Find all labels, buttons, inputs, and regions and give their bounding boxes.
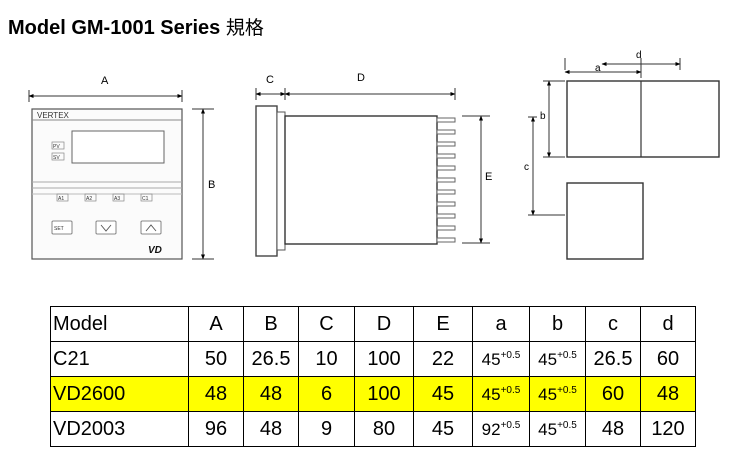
cell: 45+0.5 bbox=[529, 411, 586, 447]
header-cell: Model bbox=[50, 306, 189, 342]
housing bbox=[284, 115, 438, 245]
tolerance: +0.5 bbox=[500, 349, 521, 361]
alarm-key-label: C1 bbox=[142, 196, 149, 202]
header-cell: B bbox=[243, 306, 299, 342]
cell: 80 bbox=[354, 411, 414, 447]
header-cell: E bbox=[413, 306, 473, 342]
table-header-row: Model A B C D E a b c d bbox=[50, 306, 696, 342]
tolerance: +0.5 bbox=[557, 384, 577, 396]
alarm-key-label: A1 bbox=[58, 196, 64, 202]
cell: 45+0.5 bbox=[529, 341, 586, 377]
dim-a-label: a bbox=[595, 63, 601, 74]
cell: 48 bbox=[243, 376, 299, 412]
cell: 45+0.5 bbox=[472, 341, 530, 377]
alarm-key-label: A2 bbox=[86, 196, 92, 202]
dim-c-label: c bbox=[524, 162, 529, 173]
cell: 48 bbox=[640, 376, 696, 412]
header-cell: C bbox=[298, 306, 355, 342]
sv-label: SV bbox=[53, 155, 60, 161]
value: 45 bbox=[538, 384, 558, 404]
title-spec: 規格 bbox=[225, 17, 264, 39]
down-key bbox=[95, 220, 117, 235]
cell: 48 bbox=[188, 376, 244, 412]
cell: 100 bbox=[354, 341, 414, 377]
model-cell: VD2600 bbox=[50, 376, 189, 412]
chevron-up-icon bbox=[145, 224, 157, 232]
dim-B-label: B bbox=[208, 179, 215, 191]
front-bezel bbox=[255, 105, 278, 257]
cell: 120 bbox=[640, 411, 696, 447]
side-view: C D E bbox=[255, 72, 492, 257]
model-cell: C21 bbox=[50, 341, 189, 377]
pv-label: PV bbox=[53, 144, 60, 150]
dim-D-label: D bbox=[357, 72, 365, 84]
page-title: Model GM-1001 Series 規格 bbox=[8, 13, 264, 40]
front-view: A VERTEX PV SV A1 A2 A3 C1 SET VD bbox=[28, 75, 215, 260]
alarm-key-label: A3 bbox=[114, 196, 120, 202]
header-cell: d bbox=[640, 306, 696, 342]
header-cell: A bbox=[188, 306, 244, 342]
chevron-down-icon bbox=[100, 224, 112, 232]
set-key-label: SET bbox=[54, 226, 64, 232]
value: 45 bbox=[538, 419, 558, 439]
cell: 100 bbox=[354, 376, 414, 412]
cell: 45 bbox=[413, 376, 473, 412]
panel-cutout: d a b c bbox=[524, 50, 720, 260]
cell: 45+0.5 bbox=[472, 376, 530, 412]
dim-d-label: d bbox=[636, 50, 642, 61]
header-cell: D bbox=[354, 306, 414, 342]
cell: 48 bbox=[243, 411, 299, 447]
cell: 92+0.5 bbox=[472, 411, 530, 447]
cell: 60 bbox=[640, 341, 696, 377]
cell: 96 bbox=[188, 411, 244, 447]
tolerance: +0.5 bbox=[500, 384, 521, 396]
value: 92 bbox=[481, 419, 501, 439]
cutout-square bbox=[566, 182, 644, 260]
cell: 10 bbox=[298, 341, 355, 377]
cell: 60 bbox=[585, 376, 641, 412]
dim-b-label: b bbox=[540, 111, 546, 122]
cell: 9 bbox=[298, 411, 355, 447]
value: 45 bbox=[538, 349, 558, 369]
tolerance: +0.5 bbox=[500, 419, 521, 431]
dimension-drawing: A VERTEX PV SV A1 A2 A3 C1 SET VD bbox=[28, 50, 720, 260]
cutout-wide bbox=[566, 80, 720, 158]
table-row: C21 50 26.5 10 100 22 45+0.5 45+0.5 26.5… bbox=[50, 341, 696, 377]
model-cell: VD2003 bbox=[50, 411, 189, 447]
cell: 26.5 bbox=[243, 341, 299, 377]
tolerance: +0.5 bbox=[557, 419, 577, 431]
table-row-highlighted: VD2600 48 48 6 100 45 45+0.5 45+0.5 60 4… bbox=[50, 376, 696, 412]
brand-label: VERTEX bbox=[37, 111, 70, 120]
header-cell: a bbox=[472, 306, 530, 342]
value: 45 bbox=[481, 384, 501, 404]
tolerance: +0.5 bbox=[557, 349, 577, 361]
spec-table: Model A B C D E a b c d C21 50 26.5 10 1… bbox=[50, 306, 696, 447]
dim-E-label: E bbox=[485, 171, 492, 183]
cell: 22 bbox=[413, 341, 473, 377]
cell: 45+0.5 bbox=[529, 376, 586, 412]
dim-C-label: C bbox=[266, 74, 274, 86]
header-cell: b bbox=[529, 306, 586, 342]
dim-A-label: A bbox=[101, 75, 109, 87]
vd-logo: VD bbox=[148, 245, 162, 256]
set-key bbox=[51, 220, 73, 235]
cell: 50 bbox=[188, 341, 244, 377]
table-row: VD2003 96 48 9 80 45 92+0.5 45+0.5 48 12… bbox=[50, 411, 696, 447]
cell: 6 bbox=[298, 376, 355, 412]
display-window bbox=[71, 130, 165, 164]
up-key bbox=[140, 220, 162, 235]
title-model: Model GM-1001 Series bbox=[8, 17, 221, 39]
cell: 45 bbox=[413, 411, 473, 447]
cell: 48 bbox=[585, 411, 641, 447]
value: 45 bbox=[481, 349, 501, 369]
header-cell: c bbox=[585, 306, 641, 342]
cell: 26.5 bbox=[585, 341, 641, 377]
